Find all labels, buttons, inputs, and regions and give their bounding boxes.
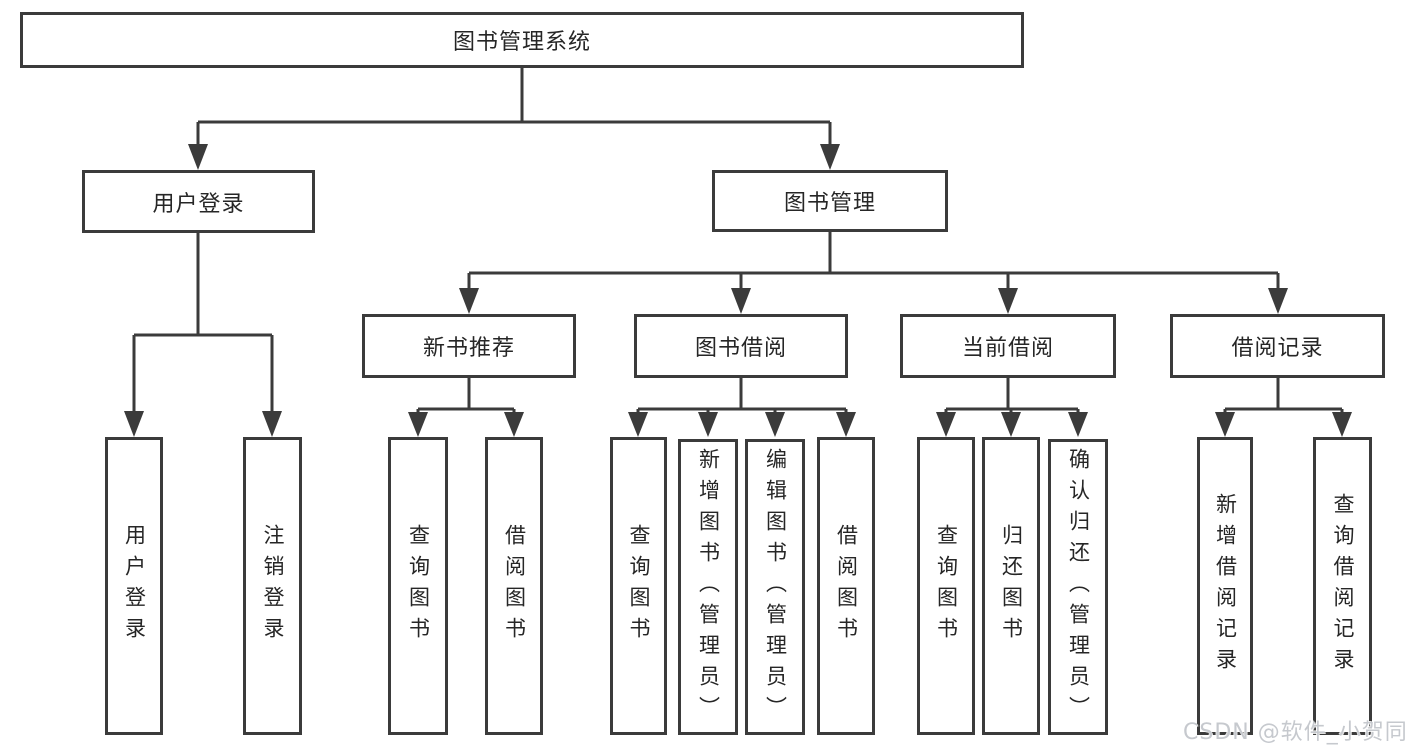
node-user-login-label: 用户登录 — [152, 191, 245, 217]
node-query-books-recommend: 查询图书 — [388, 437, 448, 735]
arrowhead — [628, 412, 648, 437]
node-query-borrow-record: 查询借阅记录 — [1313, 437, 1372, 735]
arrowhead — [262, 411, 282, 437]
connector-book-borrowing — [636, 378, 848, 414]
node-book-management-label: 图书管理 — [783, 191, 876, 216]
node-user-login-action-label: 用户登录 — [122, 524, 147, 648]
node-book-management: 图书管理 — [712, 170, 948, 232]
connector-new-book-recommend — [416, 378, 516, 414]
node-query-books-recommend-label: 查询图书 — [406, 524, 431, 648]
node-logout-action: 注销登录 — [243, 437, 302, 735]
connector-book-management — [467, 232, 1280, 290]
node-add-book-admin-label: 新增图书（管理员） — [696, 447, 721, 727]
watermark: CSDN @软件_小贺同学 — [1183, 720, 1405, 745]
connector-user-login — [132, 233, 274, 413]
node-edit-book-admin-label: 编辑图书（管理员） — [763, 447, 788, 727]
arrowhead — [1001, 412, 1021, 437]
arrowhead — [765, 412, 785, 437]
arrowhead — [836, 412, 856, 437]
node-confirm-return-admin-label: 确认归还（管理员） — [1066, 447, 1091, 727]
arrowhead — [408, 412, 428, 437]
node-borrow-books-recommend-label: 借阅图书 — [502, 524, 527, 648]
node-borrow-books-borrowing: 借阅图书 — [817, 437, 875, 735]
connector-root-to-level2 — [196, 67, 832, 146]
arrowhead — [188, 144, 208, 170]
arrowhead — [124, 411, 144, 437]
node-user-login: 用户登录 — [82, 170, 315, 233]
node-query-books-current-label: 查询图书 — [934, 524, 959, 648]
node-query-books-borrowing: 查询图书 — [610, 437, 667, 735]
node-query-books-borrowing-label: 查询图书 — [627, 524, 651, 648]
node-borrowing-records-label: 借阅记录 — [1231, 336, 1324, 361]
node-borrow-books-borrowing-label: 借阅图书 — [834, 524, 859, 648]
node-confirm-return-admin: 确认归还（管理员） — [1048, 439, 1108, 735]
arrowhead — [820, 144, 840, 170]
arrowhead — [1268, 288, 1288, 314]
node-book-borrowing-label: 图书借阅 — [694, 336, 787, 361]
arrowhead — [459, 288, 479, 314]
node-add-book-admin: 新增图书（管理员） — [678, 439, 738, 735]
node-return-books-label: 归还图书 — [999, 524, 1024, 648]
node-new-book-recommend-label: 新书推荐 — [422, 336, 515, 361]
node-add-borrow-record: 新增借阅记录 — [1197, 437, 1253, 735]
node-book-borrowing: 图书借阅 — [634, 314, 848, 378]
node-borrowing-records: 借阅记录 — [1170, 314, 1385, 378]
node-new-book-recommend: 新书推荐 — [362, 314, 576, 378]
arrowhead — [1332, 412, 1352, 437]
node-borrow-books-recommend: 借阅图书 — [485, 437, 543, 735]
arrowhead — [1215, 412, 1235, 437]
arrowhead — [1068, 412, 1088, 437]
node-edit-book-admin: 编辑图书（管理员） — [745, 439, 805, 735]
node-return-books: 归还图书 — [982, 437, 1040, 735]
node-user-login-action: 用户登录 — [105, 437, 163, 735]
node-add-borrow-record-label: 新增借阅记录 — [1213, 493, 1238, 679]
arrowhead — [504, 412, 524, 437]
connector-borrowing-records — [1223, 378, 1344, 414]
node-root-label: 图书管理系统 — [452, 30, 591, 55]
node-current-borrowing: 当前借阅 — [900, 314, 1116, 378]
arrowhead — [998, 288, 1018, 314]
node-root: 图书管理系统 — [20, 12, 1024, 68]
connector-current-borrowing — [944, 378, 1080, 414]
node-current-borrowing-label: 当前借阅 — [961, 336, 1054, 361]
arrowhead — [698, 412, 718, 437]
node-query-borrow-record-label: 查询借阅记录 — [1331, 493, 1355, 679]
node-logout-action-label: 注销登录 — [261, 524, 285, 648]
arrowhead — [936, 412, 956, 437]
node-query-books-current: 查询图书 — [917, 437, 975, 735]
arrowhead — [731, 288, 751, 314]
